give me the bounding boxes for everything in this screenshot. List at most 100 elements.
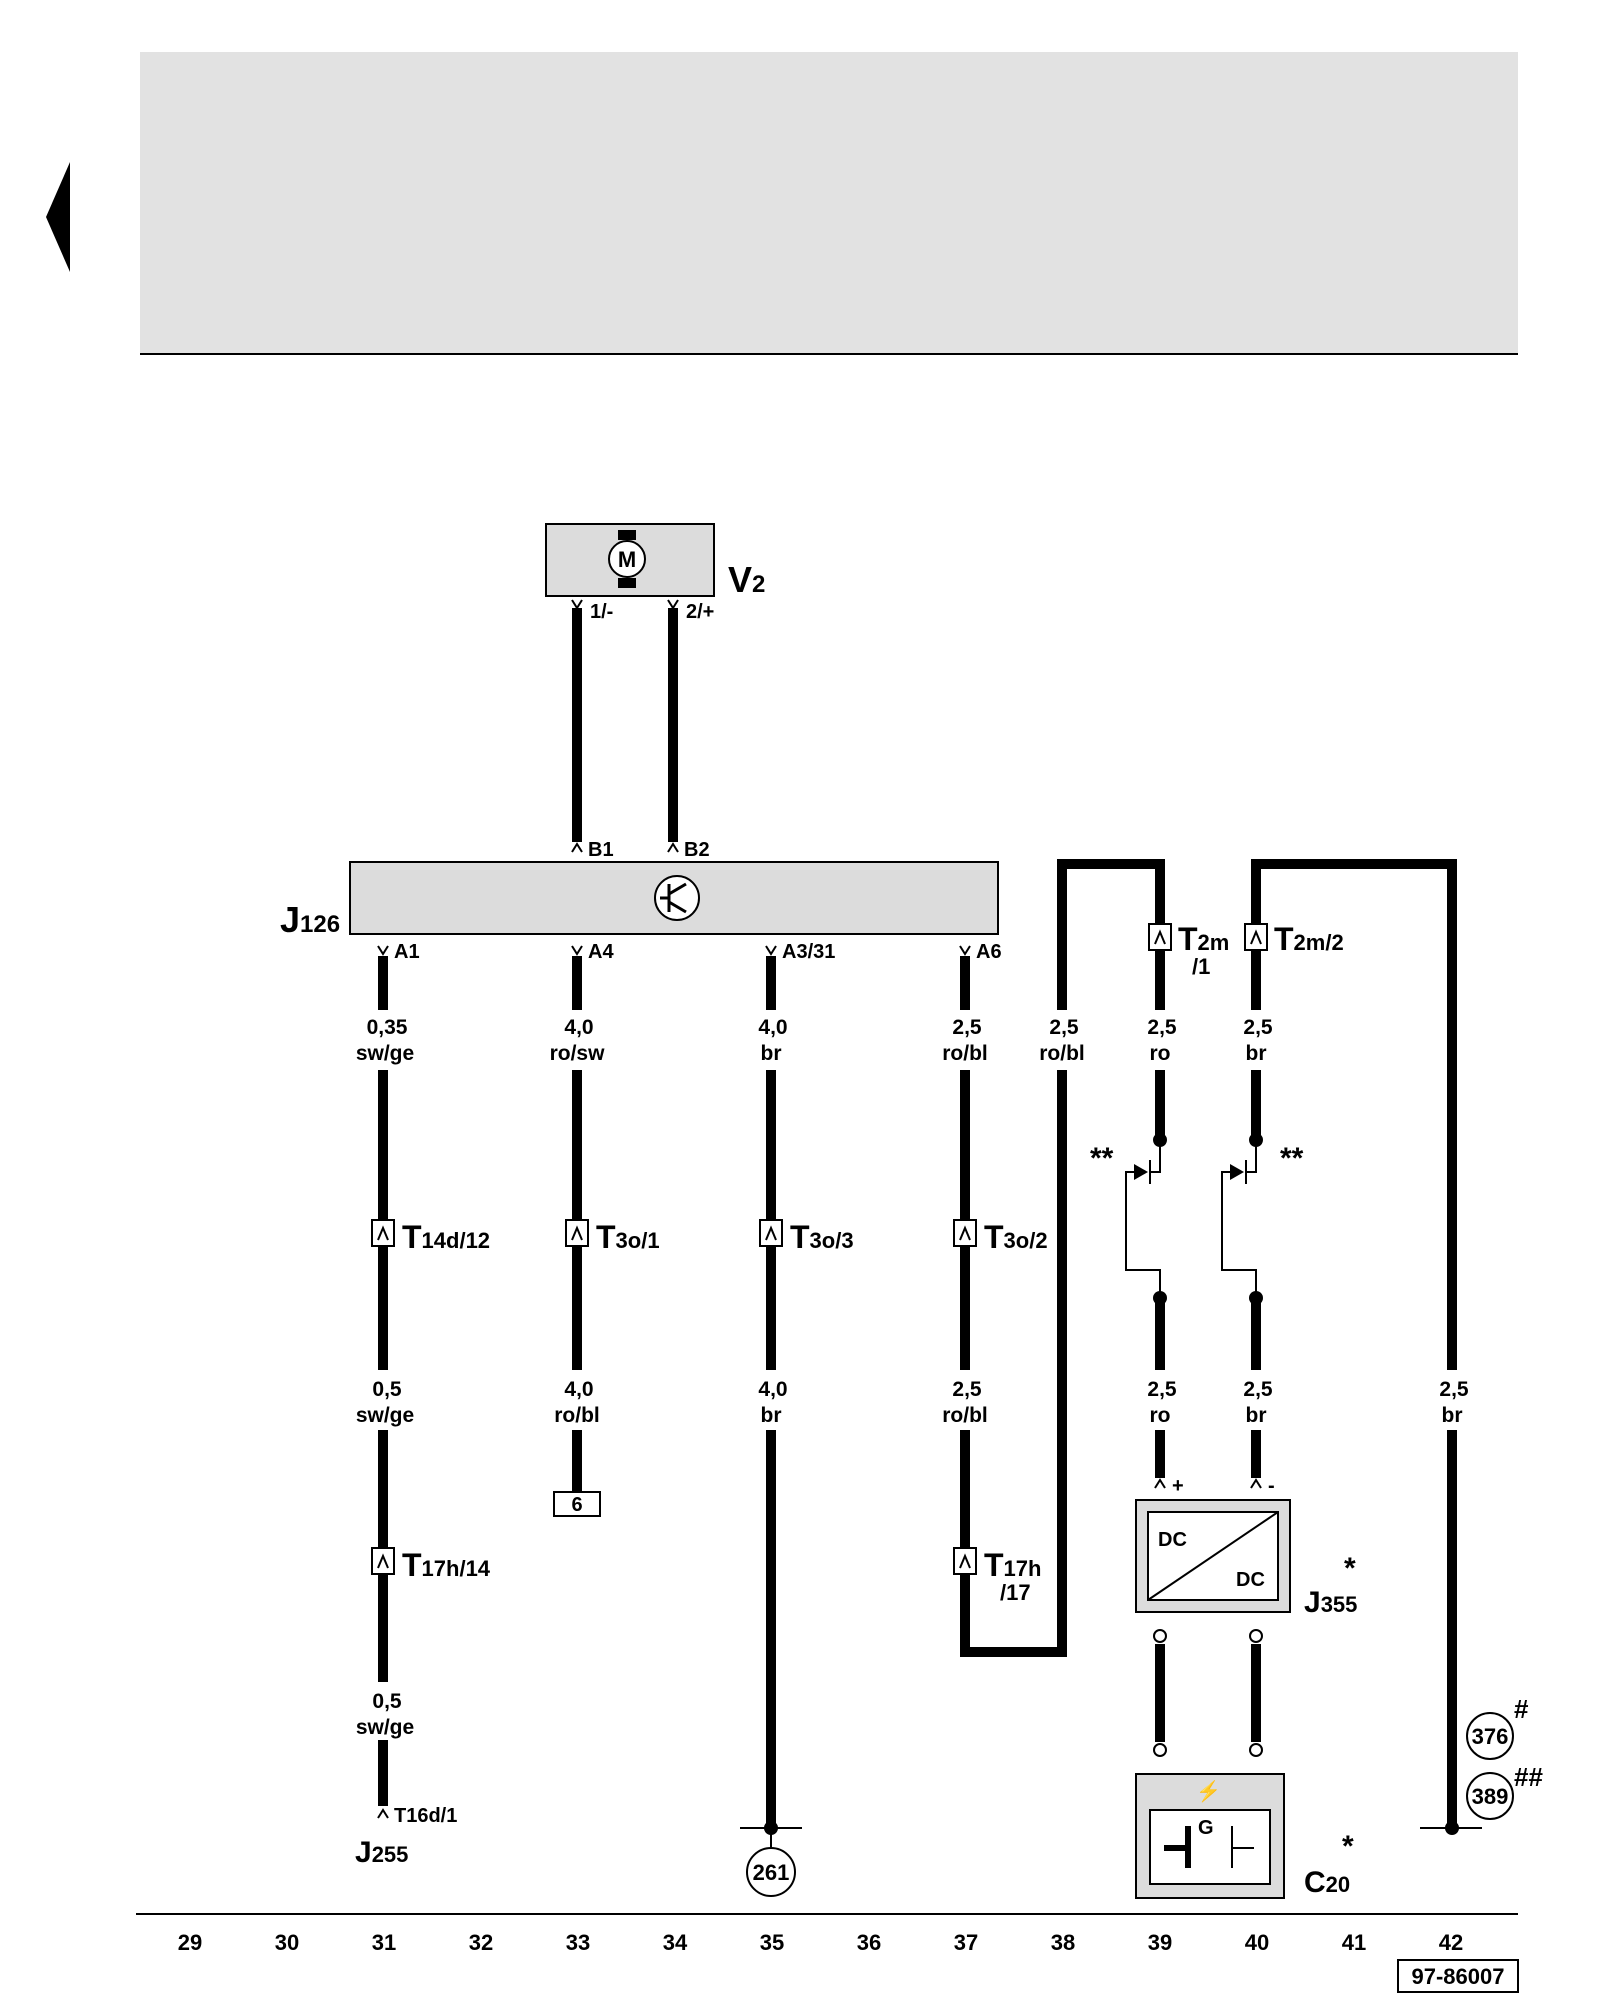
j126-label: J126 <box>280 899 340 940</box>
j126-pin-b1: B1 <box>588 839 614 861</box>
svg-text:##: ## <box>1514 1762 1543 1792</box>
wire-size: 2,5 <box>1049 1016 1079 1039</box>
triangle-left-icon[interactable] <box>46 162 70 272</box>
svg-text:T17h: T17h <box>984 1547 1041 1583</box>
wire-color: ro/bl <box>554 1404 600 1427</box>
connector-t14d-12: T14d/12 <box>371 1219 490 1255</box>
wire-color: br <box>1246 1404 1267 1427</box>
wire-color: ro/bl <box>942 1404 988 1427</box>
connector-t3o-2: T3o/2 <box>953 1219 1048 1255</box>
double-star-right: ** <box>1280 1142 1304 1175</box>
wire-size: 0,35 <box>367 1016 408 1039</box>
wire-size: 2,5 <box>1243 1378 1273 1401</box>
wire-size: 2,5 <box>952 1378 982 1401</box>
footer-number: 37 <box>954 1930 978 1955</box>
diagram-code-box <box>1397 1959 1519 1993</box>
svg-text:#: # <box>1514 1694 1529 1724</box>
dc-converter-j355: DC DC J355 * <box>1135 1499 1357 1619</box>
footer-number: 41 <box>1342 1930 1366 1955</box>
diagram-code: 97-86007 <box>1412 1964 1505 1989</box>
wire-size: 4,0 <box>758 1016 787 1039</box>
svg-text:DC: DC <box>1236 1569 1265 1591</box>
wire-color: br <box>1246 1042 1267 1065</box>
wire-size: 2,5 <box>952 1016 982 1039</box>
svg-text:/17: /17 <box>1000 1580 1031 1605</box>
connector-t2m-2: T2m/2 <box>1244 921 1344 957</box>
footer-number: 36 <box>857 1930 881 1955</box>
j126-pin-a1: A1 <box>394 941 420 963</box>
svg-text:T3o/3: T3o/3 <box>790 1219 854 1255</box>
j126-pin-b2: B2 <box>684 839 710 861</box>
wire-size: 2,5 <box>1147 1016 1177 1039</box>
bolt-icon: ⚡ <box>1196 1779 1221 1803</box>
footer-number: 35 <box>760 1930 784 1955</box>
svg-text:T2m: T2m <box>1178 921 1229 957</box>
wire-color: br <box>761 1042 782 1065</box>
svg-text:T17h/14: T17h/14 <box>402 1547 491 1583</box>
wire-size: 2,5 <box>1147 1378 1177 1401</box>
wire-color: sw/ge <box>356 1716 414 1739</box>
ground-point-261 <box>746 1847 796 1897</box>
ref-376 <box>1466 1712 1514 1760</box>
svg-text:376: 376 <box>1472 1724 1509 1749</box>
j355-label: J355 <box>1304 1586 1357 1619</box>
svg-text:/1: /1 <box>1192 954 1210 979</box>
footer-number: 29 <box>178 1930 202 1955</box>
svg-text:T2m/2: T2m/2 <box>1274 921 1344 957</box>
v2-pin-2: 2/+ <box>686 601 714 623</box>
v2-pin-1: 1/- <box>590 601 613 623</box>
j126-pin-a6: A6 <box>976 941 1002 963</box>
connector-t3o-3: T3o/3 <box>759 1219 854 1255</box>
footer-number: 39 <box>1148 1930 1172 1955</box>
connector-t17h-14: T17h/14 <box>371 1547 491 1583</box>
capacitor-c20: G ⚡ C20 * <box>1135 1773 1354 1899</box>
wire-size: 2,5 <box>1439 1378 1469 1401</box>
footer-number: 32 <box>469 1930 493 1955</box>
svg-text:T3o/2: T3o/2 <box>984 1219 1048 1255</box>
wire-color: ro/bl <box>942 1042 988 1065</box>
connector-t2m-1: T2m /1 <box>1148 921 1229 979</box>
j355-pin-minus: - <box>1268 1475 1275 1497</box>
wire-color: sw/ge <box>356 1404 414 1427</box>
j255-pin: T16d/1 <box>394 1805 457 1827</box>
j126-pin-a4: A4 <box>588 941 614 963</box>
j126-pin-a331: A3/31 <box>782 941 835 963</box>
wire-color: ro/bl <box>1039 1042 1085 1065</box>
wire-color: ro/sw <box>550 1042 606 1065</box>
v2-label: V2 <box>728 559 765 600</box>
wire-size: 0,5 <box>372 1690 402 1713</box>
j255-label: J255 <box>355 1836 408 1869</box>
j355-pin-plus: + <box>1172 1475 1184 1497</box>
ref-box-6 <box>553 1491 601 1517</box>
footer-number: 42 <box>1439 1930 1463 1955</box>
wire-size: 4,0 <box>564 1378 593 1401</box>
footer-number: 33 <box>566 1930 590 1955</box>
footer-number: 31 <box>372 1930 396 1955</box>
svg-text:T3o/1: T3o/1 <box>596 1219 660 1255</box>
wire-color: br <box>1442 1404 1463 1427</box>
wire-color: ro <box>1150 1404 1171 1427</box>
wire-color: ro <box>1150 1042 1171 1065</box>
wire-size: 0,5 <box>372 1378 402 1401</box>
ref-389 <box>1466 1772 1514 1820</box>
control-unit-j126: J126 <box>280 861 999 940</box>
svg-text:DC: DC <box>1158 1529 1187 1551</box>
svg-text:G: G <box>1198 1817 1214 1839</box>
wire-size: 4,0 <box>564 1016 593 1039</box>
footer-number: 40 <box>1245 1930 1269 1955</box>
svg-text:T14d/12: T14d/12 <box>402 1219 490 1255</box>
c20-label: C20 <box>1304 1866 1350 1899</box>
wire-size: 4,0 <box>758 1378 787 1401</box>
connector-t3o-1: T3o/1 <box>565 1219 660 1255</box>
double-star-left: ** <box>1090 1142 1114 1175</box>
footer-number: 34 <box>663 1930 688 1955</box>
header-band <box>140 52 1518 354</box>
j355-star: * <box>1344 1552 1356 1585</box>
ref-box-6-label: 6 <box>571 1494 582 1516</box>
wire-size: 2,5 <box>1243 1016 1273 1039</box>
wire-color: sw/ge <box>356 1042 414 1065</box>
svg-text:389: 389 <box>1472 1784 1509 1809</box>
wire-color: br <box>761 1404 782 1427</box>
